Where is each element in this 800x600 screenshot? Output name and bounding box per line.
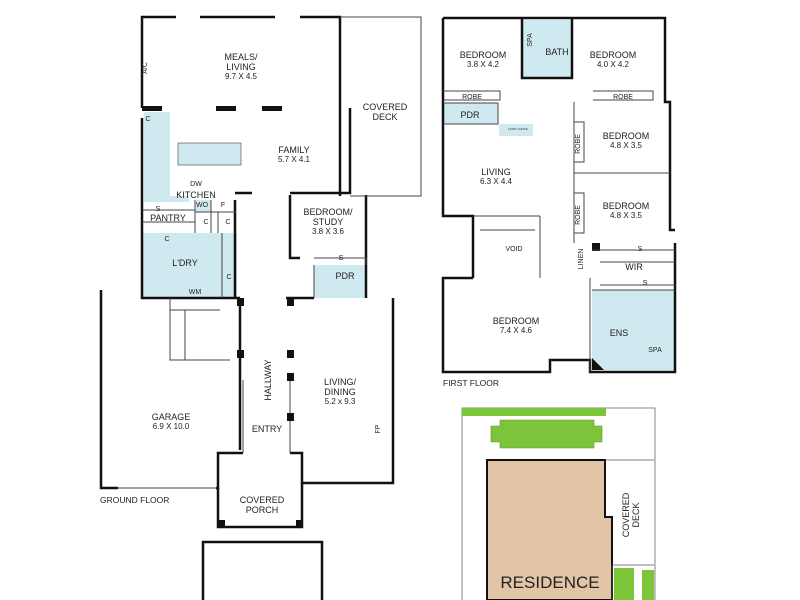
cupboard-mark: C <box>225 219 231 226</box>
room-dimensions: 5.2 x 9.3 <box>324 397 356 406</box>
room-dimensions: 4.8 X 3.5 <box>609 211 643 220</box>
room-name: PORCH <box>245 505 279 515</box>
room-kitchen: DW KITCHEN <box>176 178 216 200</box>
washing-machine-mark: WM <box>188 289 202 296</box>
room-name: BEDROOM/ <box>303 207 353 217</box>
cupboard-mark: C <box>226 274 232 281</box>
shelf-mark: S <box>155 206 161 213</box>
wo-mark: WO <box>195 202 209 209</box>
wet-areas <box>143 20 675 370</box>
ensuite-spa: SPA <box>648 347 662 354</box>
room-name: KITCHEN <box>176 190 216 200</box>
room-pantry: PANTRY <box>150 213 186 223</box>
room-name: DECK <box>372 112 398 122</box>
room-dimensions: 3.8 X 3.6 <box>311 227 345 236</box>
room-hallway: HALLWAY <box>263 359 273 401</box>
room-name: BEDROOM <box>589 50 637 60</box>
room-pdr: PDR <box>335 271 355 281</box>
room-wir: WIR <box>625 262 643 272</box>
cupboard-mark: C <box>164 236 170 243</box>
room-name: LIVING/ <box>323 377 357 387</box>
room-dimensions: 6.9 X 10.0 <box>152 422 190 431</box>
room-entry: ENTRY <box>251 424 283 434</box>
room-name: COVERED <box>239 495 285 505</box>
shelf-mark: S <box>642 280 648 287</box>
walls-first <box>441 16 677 374</box>
laundry-chute: L'DRY CHUTE <box>508 127 528 131</box>
residence-label: RESIDENCE <box>500 573 600 592</box>
room-name: BEDROOM <box>602 131 650 141</box>
first-floor-title: FIRST FLOOR <box>443 378 500 388</box>
room-dimensions: 7.4 X 4.6 <box>499 326 533 335</box>
cupboard-mark: C <box>145 116 151 123</box>
room-dimensions: 3.8 X 4.2 <box>466 60 500 69</box>
dishwasher-label: DW <box>190 181 202 188</box>
room-pdr-first: PDR <box>460 110 480 120</box>
room-ensuite: ENS <box>609 328 629 338</box>
room-name: STUDY <box>312 217 344 227</box>
cupboard-mark: C <box>203 219 209 226</box>
shelf-mark: S <box>637 246 643 253</box>
room-name: GARAGE <box>151 412 191 422</box>
room-name: LIVING <box>226 62 256 72</box>
room-name: BEDROOM <box>602 201 650 211</box>
room-name: COVERED <box>621 492 631 538</box>
robe-1: ROBE <box>462 94 482 101</box>
columns <box>142 106 604 527</box>
fridge-mark: F <box>220 202 226 209</box>
void: VOID <box>505 246 523 253</box>
shelf-mark: S <box>338 255 344 262</box>
room-dimensions: 4.8 X 3.5 <box>609 141 643 150</box>
spa-bath: SPA <box>527 33 534 47</box>
room-name: LIVING <box>481 167 511 177</box>
room-dimensions: 9.7 X 4.5 <box>224 72 258 81</box>
ac-mark: A/C <box>142 62 149 74</box>
room-name: DINING <box>324 387 356 397</box>
ground-floor-title: GROUND FLOOR <box>100 495 170 505</box>
linen-cupboard: LINEN <box>578 248 585 270</box>
room-dimensions: 5.7 X 4.1 <box>277 155 311 164</box>
room-dimensions: 6.3 X 4.4 <box>479 177 513 186</box>
room-name: COVERED <box>362 102 408 112</box>
room-name: BEDROOM <box>459 50 507 60</box>
room-dimensions: 4.0 X 4.2 <box>596 60 630 69</box>
site-plan <box>461 407 656 600</box>
robe-3: ROBE <box>575 134 582 154</box>
room-name: BEDROOM <box>492 316 540 326</box>
room-name: DECK <box>631 502 641 528</box>
thin-lines-first <box>443 90 675 372</box>
robe-2: ROBE <box>613 94 633 101</box>
room-name: MEALS/ <box>224 52 258 62</box>
room-bath: BATH <box>545 47 569 57</box>
room-laundry: L'DRY <box>172 258 198 268</box>
fireplace-mark: FP <box>375 424 382 434</box>
robe-4: ROBE <box>575 205 582 225</box>
room-name: FAMILY <box>278 145 310 155</box>
